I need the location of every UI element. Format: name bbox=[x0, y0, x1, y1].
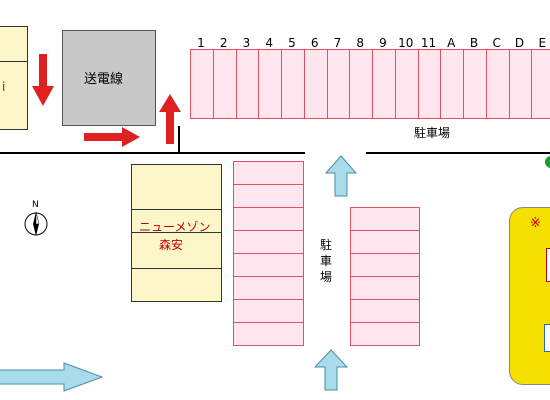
slot-divider bbox=[485, 49, 487, 119]
slot-divider bbox=[372, 49, 373, 119]
slot-number-7: 7 bbox=[333, 36, 342, 50]
yellow-panel-box-red bbox=[546, 248, 550, 282]
slot-number-10: 10 bbox=[398, 36, 414, 50]
slot-divider bbox=[440, 49, 442, 119]
slot-divider bbox=[212, 49, 214, 119]
slot-number-8: 8 bbox=[356, 36, 365, 50]
left-column-slot bbox=[233, 230, 304, 254]
slot-divider bbox=[349, 49, 351, 119]
red-arrow-down bbox=[32, 54, 54, 106]
slot-number-4: 4 bbox=[265, 36, 274, 50]
slot-number-C: C bbox=[492, 36, 501, 50]
power-line-block bbox=[62, 30, 156, 126]
slot-divider bbox=[417, 49, 419, 119]
blue-arrow-up-top bbox=[325, 155, 357, 197]
slot-divider bbox=[394, 49, 396, 119]
top-parking-row bbox=[190, 49, 550, 119]
slot-number-11: 11 bbox=[420, 36, 437, 50]
slot-number-1: 1 bbox=[197, 36, 205, 50]
slot-number-D: D bbox=[514, 36, 525, 50]
parking-middle-label-3: 場 bbox=[319, 270, 332, 284]
slot-divider bbox=[508, 49, 510, 119]
left-building-divider bbox=[0, 61, 28, 62]
left-building bbox=[0, 26, 28, 130]
new-maison-building bbox=[131, 164, 222, 302]
left-column-slot bbox=[233, 161, 304, 185]
slot-number-A: A bbox=[447, 36, 456, 50]
parking-top-label: 駐車場 bbox=[414, 126, 451, 140]
left-column-slot bbox=[233, 207, 304, 231]
slot-divider bbox=[303, 49, 305, 119]
building-divider-2 bbox=[131, 232, 222, 233]
parking-middle-label-2: 車 bbox=[319, 254, 332, 268]
slot-number-E: E bbox=[538, 36, 547, 50]
slot-number-5: 5 bbox=[288, 36, 296, 50]
left-building-text: i bbox=[2, 80, 6, 94]
compass-letter: N bbox=[32, 200, 39, 210]
red-arrow-right bbox=[84, 127, 140, 147]
building-name-line2: 森安 bbox=[159, 238, 184, 252]
slot-number-6: 6 bbox=[310, 36, 319, 50]
slot-number-B: B bbox=[469, 36, 479, 50]
right-column-slot bbox=[350, 230, 420, 254]
building-name-line1: ニューメゾン bbox=[139, 220, 211, 234]
right-column-slot bbox=[350, 207, 420, 231]
left-column-slot bbox=[233, 322, 304, 346]
yellow-info-panel bbox=[509, 207, 550, 385]
slot-divider bbox=[463, 49, 464, 119]
building-divider-3 bbox=[131, 268, 222, 269]
building-divider-1 bbox=[131, 209, 222, 210]
blue-arrow-up-bottom bbox=[314, 349, 348, 391]
road-line-left bbox=[0, 152, 305, 154]
left-column-slot bbox=[233, 253, 304, 277]
slot-divider bbox=[281, 49, 282, 119]
left-column-slot bbox=[233, 276, 304, 300]
right-column-slot bbox=[350, 322, 420, 346]
slot-divider bbox=[326, 49, 328, 119]
left-column-slot bbox=[233, 184, 304, 208]
yellow-panel-text: ※ bbox=[530, 216, 541, 231]
red-arrow-up bbox=[159, 94, 181, 144]
green-marker bbox=[545, 156, 550, 168]
right-column-slot bbox=[350, 276, 420, 300]
slot-number-3: 3 bbox=[242, 36, 251, 50]
slot-divider bbox=[531, 49, 533, 119]
slot-number-9: 9 bbox=[379, 36, 387, 50]
slot-divider bbox=[258, 49, 260, 119]
right-column-slot bbox=[350, 253, 420, 277]
road-line-vertical bbox=[178, 126, 180, 154]
road-line-right bbox=[366, 152, 550, 154]
right-column-slot bbox=[350, 299, 420, 323]
blue-arrow-right bbox=[0, 362, 104, 392]
left-column-slot bbox=[233, 299, 304, 323]
slot-divider bbox=[235, 49, 237, 119]
parking-middle-label-1: 駐 bbox=[319, 238, 332, 252]
yellow-panel-box-blue bbox=[544, 324, 550, 352]
power-line-label: 送電線 bbox=[84, 72, 124, 87]
slot-number-2: 2 bbox=[219, 36, 228, 50]
north-compass-icon bbox=[24, 211, 48, 236]
